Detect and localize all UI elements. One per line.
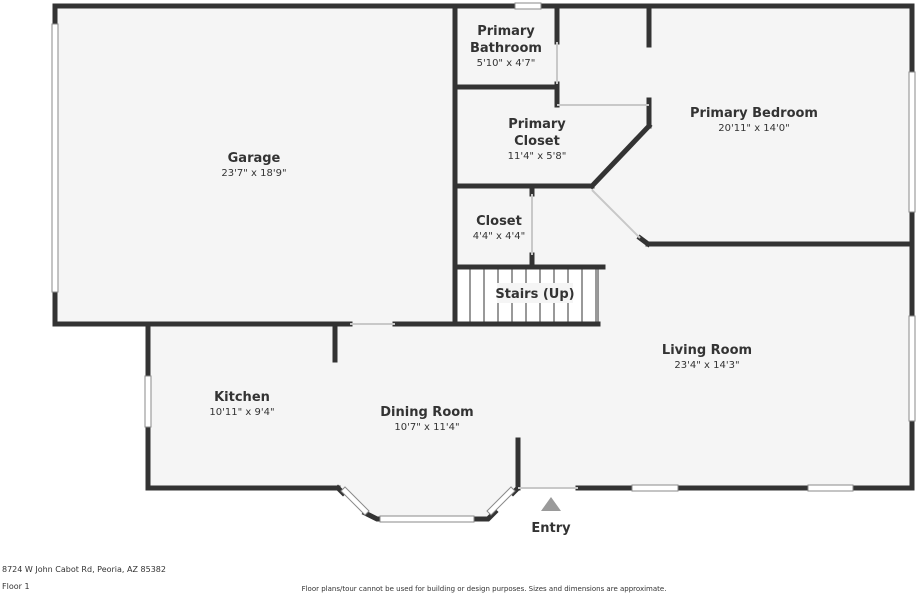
- living-room-dim: 23'4" x 14'3": [674, 360, 739, 371]
- bay-right-window: [486, 486, 516, 516]
- floor-label: Floor 1: [2, 582, 30, 591]
- walls: [52, 3, 915, 522]
- living-room-name: Living Room: [662, 343, 752, 358]
- garage-floor: [55, 6, 455, 324]
- kitchen-name: Kitchen: [214, 390, 270, 405]
- garage-left-window: [51, 23, 59, 293]
- primary-closet-name-1: Primary: [508, 117, 566, 132]
- kitchen-left-window: [144, 375, 152, 428]
- bay-left-window: [340, 486, 370, 516]
- living-bottom-window-1: [631, 484, 679, 492]
- windows: [51, 2, 916, 523]
- primary-bathroom-dim: 5'10" x 4'7": [477, 58, 536, 69]
- floor-fill: [55, 6, 912, 519]
- openings: [350, 42, 649, 489]
- address-text: 8724 W John Cabot Rd, Peoria, AZ 85382: [2, 565, 166, 574]
- primary-closet-name-2: Closet: [514, 134, 560, 149]
- living-bottom-window-2: [807, 484, 854, 492]
- primary-bathroom-name-1: Primary: [477, 24, 535, 39]
- garage-name: Garage: [228, 151, 281, 166]
- kitchen-dim: 10'11" x 9'4": [209, 407, 274, 418]
- entry-label: Entry: [531, 521, 571, 536]
- bay-bottom-window: [379, 515, 475, 523]
- entry-arrow-icon: [541, 497, 561, 511]
- closet-name: Closet: [476, 214, 522, 229]
- garage-outer-wall: [52, 3, 518, 27]
- dining-room-dim: 10'7" x 11'4": [394, 422, 459, 433]
- stairs-label-bg: [497, 283, 573, 303]
- primary-bedroom-dim: 20'11" x 14'0": [718, 123, 790, 134]
- bedroom-right-window: [908, 71, 916, 213]
- closet-dim: 4'4" x 4'4": [473, 231, 525, 242]
- stairs-name: Stairs (Up): [495, 287, 574, 302]
- garage-dim: 23'7" x 18'9": [221, 168, 286, 179]
- room-labels: Garage 23'7" x 18'9" Primary Bathroom 5'…: [209, 24, 818, 433]
- garage-top-window: [514, 2, 542, 10]
- primary-bedroom-name: Primary Bedroom: [690, 106, 818, 121]
- primary-closet-dim: 11'4" x 5'8": [508, 151, 567, 162]
- primary-bathroom-name-2: Bathroom: [470, 41, 542, 56]
- disclaimer-text: Floor plans/tour cannot be used for buil…: [301, 585, 667, 593]
- living-right-window: [908, 315, 916, 422]
- dining-room-name: Dining Room: [380, 405, 473, 420]
- lower-floor: [148, 324, 912, 519]
